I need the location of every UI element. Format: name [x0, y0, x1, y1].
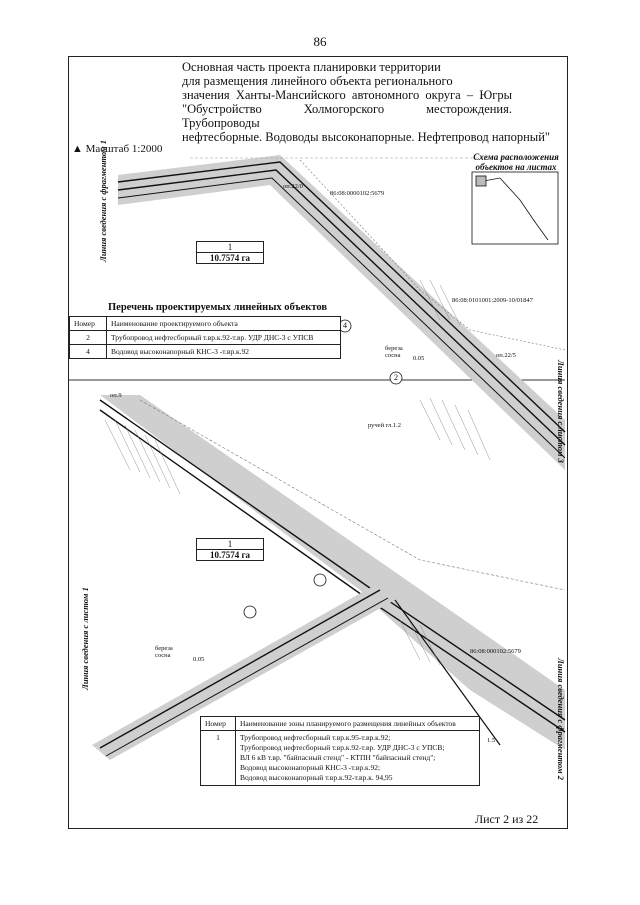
- page-number: 86: [313, 34, 327, 49]
- row-number: 1: [200, 730, 236, 786]
- map-label-pole: оп.22/0: [283, 183, 303, 190]
- title-line-3: значения Ханты-Мансийского автономного о…: [182, 88, 512, 102]
- document-title: Основная часть проекта планировки террит…: [182, 60, 550, 144]
- area-number: 1: [227, 242, 233, 252]
- area-box-lower: 1 10.7574 га: [196, 538, 264, 561]
- side-label-right-bottom: Линия сведения с фрагментом 2: [556, 658, 566, 781]
- zone-table: Номер Наименование зоны планируемого раз…: [200, 716, 480, 786]
- map-label-trees: береза сосна: [155, 645, 173, 659]
- map-label-cadastral: 86:08:000102:5679: [470, 648, 521, 655]
- map-label-object: 2: [394, 373, 398, 382]
- title-line-5: нефтесборные. Водоводы высоконапорные. Н…: [182, 130, 550, 144]
- zone-line: Трубопровод нефтесборный т.вр.к.95-т.вр.…: [240, 733, 391, 742]
- map-label-value: 0.05: [413, 355, 425, 362]
- north-arrow-icon: ▲: [72, 143, 83, 155]
- table-row: 1 Трубопровод нефтесборный т.вр.к.95-т.в…: [200, 730, 480, 786]
- table-row: 2 Трубопровод нефтесборный т.вр.к.92-т.в…: [69, 330, 341, 345]
- lower-pipeline-corridor: [92, 395, 566, 760]
- map-label-pole: оп.9: [110, 392, 122, 399]
- map-label-pole: оп.22/5: [496, 352, 516, 359]
- scheme-title: Схема расположения объектов на листах: [473, 152, 559, 172]
- title-line-2: для размещения линейного объекта региона…: [182, 74, 453, 88]
- map-label-value: 0.05: [193, 656, 205, 663]
- row-lines: Трубопровод нефтесборный т.вр.к.95-т.вр.…: [235, 730, 480, 786]
- title-line-4: "Обустройство Холмогорского месторождени…: [182, 102, 512, 130]
- side-label-right-top: Линия сведения с листом 3: [556, 360, 566, 463]
- linear-list-title: Перечень проектируемых линейных объектов: [108, 302, 328, 313]
- area-number: 1: [227, 539, 233, 549]
- zone-line: Водовод высоконапорный КНС-3 -т.вр.к.92;: [240, 763, 381, 772]
- zone-line: Трубопровод нефтесборный т.вр.к.92-т.вр.…: [240, 743, 445, 752]
- map-label-value: 1.5: [487, 737, 496, 744]
- upper-hatched-area: [419, 279, 491, 461]
- linear-objects-table: Номер Наименование проектируемого объект…: [69, 316, 341, 359]
- obj2-lower-marker: [313, 573, 327, 587]
- scale-label: ▲ Масштаб 1:2000: [72, 143, 162, 155]
- table-row: 4 Водовод высоконапорный КНС-3 -т.вр.к.9…: [69, 344, 341, 359]
- obj4-lower-marker: [243, 605, 257, 619]
- table-header-row: Номер Наименование зоны планируемого раз…: [200, 716, 480, 731]
- row-number: 4: [69, 344, 107, 359]
- side-label-left-bottom: Линия сведения с листом 1: [80, 587, 90, 690]
- drawing-frame: [68, 56, 568, 829]
- table-header-row: Номер Наименование проектируемого объект…: [69, 316, 341, 331]
- scale-text: Масштаб 1:2000: [85, 143, 163, 155]
- map-label-cadastral: 86:08:0101001:2009-10/01847: [452, 297, 533, 304]
- row-number: 2: [69, 330, 107, 345]
- zone-line: ВЛ 6 кВ т.вр. "байпасный стенд" - КТПН "…: [240, 753, 436, 762]
- obj2-marker: [389, 371, 403, 385]
- sheet-label: Лист 2 из 22: [475, 812, 539, 826]
- header-name: Наименование проектируемого объекта: [106, 316, 341, 331]
- area-value: 10.7574 га: [197, 252, 263, 263]
- area-value: 10.7574 га: [197, 549, 263, 560]
- header-number: Номер: [69, 316, 107, 331]
- map-label-object: 4: [343, 321, 347, 330]
- row-name: Трубопровод нефтесборный т.вр.к.92-т.вр.…: [106, 330, 341, 345]
- map-label-stream: ручей гл.1.2: [368, 422, 402, 429]
- area-box-upper: 1 10.7574 га: [196, 241, 264, 264]
- lower-hatched-area: [104, 419, 441, 666]
- map-label-trees: береза сосна: [385, 345, 403, 359]
- title-line-1: Основная часть проекта планировки террит…: [182, 60, 441, 74]
- side-label-left-top: Линия сведения с фрагментом 1: [98, 139, 108, 262]
- upper-pipeline-corridor: [117, 155, 566, 470]
- header-number: Номер: [200, 716, 236, 731]
- header-name: Наименование зоны планируемого размещени…: [235, 716, 480, 731]
- scheme-inset: [471, 171, 559, 245]
- zone-line: Водовод высоконапорный т.вр.к.92-т.вр.к.…: [240, 773, 393, 782]
- row-name: Водовод высоконапорный КНС-3 -т.вр.к.92: [106, 344, 341, 359]
- map-label-cadastral: 86:08:0000102:5679: [330, 190, 385, 197]
